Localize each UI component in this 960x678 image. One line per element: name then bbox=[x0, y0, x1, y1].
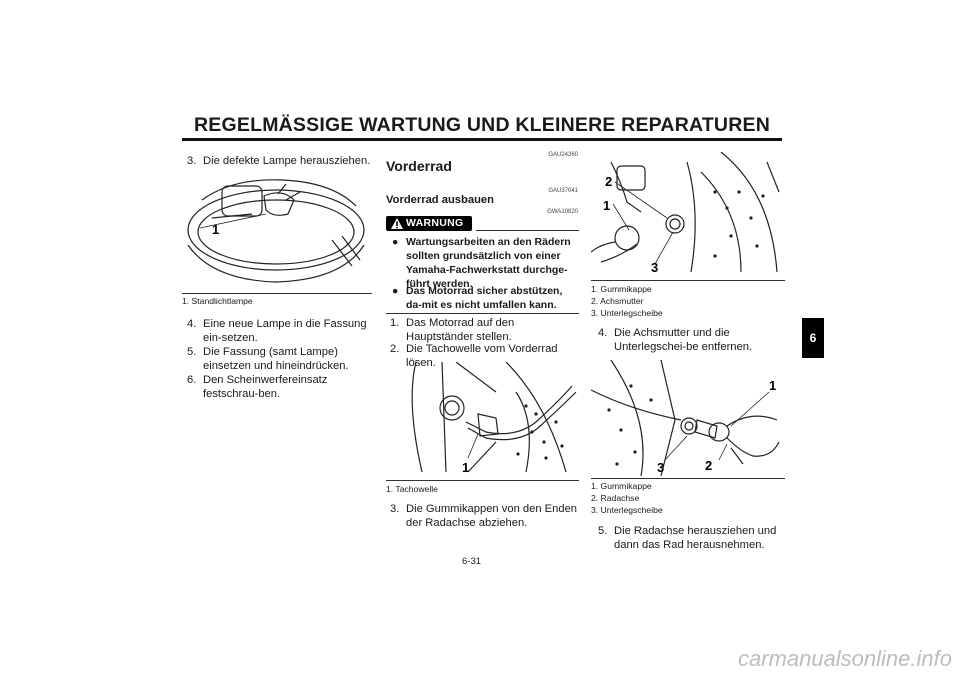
page-number: 6-31 bbox=[462, 556, 482, 567]
chapter-tab: 6 bbox=[802, 318, 824, 358]
caption-radachse: 2. Radachse bbox=[591, 493, 640, 503]
figure-label-1: 1 bbox=[603, 198, 610, 213]
headlight-figure: 1 bbox=[187, 179, 365, 283]
page-title: REGELMÄSSIGE WARTUNG UND KLEINERE REPARA… bbox=[194, 114, 770, 136]
caption-gummikappe: 1. Gummikappe bbox=[591, 284, 652, 294]
step-4-lamp: 4. Eine neue Lampe in die Fassung ein-se… bbox=[187, 318, 367, 344]
header-rule bbox=[182, 138, 782, 141]
figure-label-1: 1 bbox=[212, 222, 219, 237]
caption-rule bbox=[591, 280, 785, 281]
warning-item-1: ● Wartungsarbeiten an den Rädern sollten… bbox=[392, 236, 571, 290]
subsection-code: GAU37041 bbox=[548, 188, 578, 194]
figure-label-1: 1 bbox=[769, 378, 776, 393]
watermark: carmanualsonline.info bbox=[737, 646, 952, 671]
warning-triangle-icon bbox=[391, 218, 403, 229]
section-heading: Vorderrad bbox=[386, 158, 452, 174]
caption-rule bbox=[591, 478, 785, 479]
subsection-heading: Vorderrad ausbauen bbox=[386, 194, 494, 206]
caption-rule bbox=[386, 480, 579, 481]
warning-bottom-rule bbox=[386, 313, 579, 314]
warning-code: GWA10820 bbox=[547, 209, 578, 215]
axle-figure: 1 2 3 bbox=[591, 360, 780, 476]
caption-unterlegscheibe: 3. Unterlegscheibe bbox=[591, 308, 663, 318]
caption-achsmutter: 2. Achsmutter bbox=[591, 296, 644, 306]
figure-caption: 1. Tachowelle bbox=[386, 484, 438, 494]
warning-item-2: ● Das Motorrad sicher abstützen, da-mit … bbox=[392, 285, 563, 311]
figure-label-3: 3 bbox=[651, 260, 658, 275]
figure-label-3: 3 bbox=[657, 460, 664, 475]
step-3-caps: 3. Die Gummikappen von den Enden der Rad… bbox=[390, 503, 578, 529]
caption-unterlegscheibe: 3. Unterlegscheibe bbox=[591, 505, 663, 515]
warning-top-rule bbox=[476, 230, 579, 231]
bullet-icon: ● bbox=[392, 236, 399, 248]
figure-caption: 1. Standlichtlampe bbox=[182, 296, 253, 306]
step-1-stand: 1. Das Motorrad auf den Hauptständer ste… bbox=[390, 317, 515, 343]
speedometer-cable-figure: 1 bbox=[411, 362, 577, 475]
caption-rule bbox=[182, 293, 372, 294]
caption-gummikappe: 1. Gummikappe bbox=[591, 481, 652, 491]
section-code: GAU24360 bbox=[548, 152, 578, 158]
warning-badge: WARNUNG bbox=[386, 216, 472, 231]
figure-label-2: 2 bbox=[705, 458, 712, 473]
figure-label-1: 1 bbox=[462, 460, 469, 475]
step-5-socket: 5. Die Fassung (samt Lampe) einsetzen un… bbox=[187, 346, 349, 372]
step-5-remove-wheel: 5. Die Radachse herausziehen und dann da… bbox=[598, 525, 777, 551]
step-2-speedo: 2. Die Tachowelle vom Vorderrad lösen. bbox=[390, 343, 558, 369]
warning-label: WARNUNG bbox=[406, 217, 464, 229]
step-6-insert: 6. Den Scheinwerfereinsatz festschrau-be… bbox=[187, 374, 328, 400]
figure-label-2: 2 bbox=[605, 174, 612, 189]
bullet-icon: ● bbox=[392, 285, 399, 297]
axle-nut-figure: 1 2 3 bbox=[591, 152, 780, 275]
step-4-axle-nut: 4. Die Achsmutter und die Unterlegschei-… bbox=[598, 327, 753, 353]
